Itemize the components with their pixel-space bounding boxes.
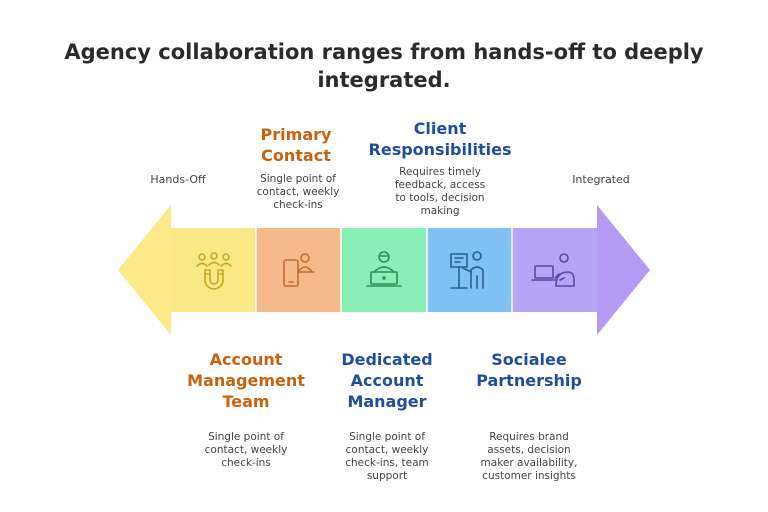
team-magnet-icon xyxy=(192,248,236,292)
desc-line: feedback, access xyxy=(394,179,486,191)
left-end-label: Hands-Off xyxy=(150,173,206,186)
desc-line: Single point of xyxy=(260,173,336,185)
left-arrow-head xyxy=(118,205,171,335)
desc-line: assets, decision xyxy=(487,444,571,456)
stage-heading-socialee-partnership: Socialee Partnership xyxy=(449,349,609,391)
stage-desc-dedicated-account-manager: Single point of contact, weekly check-in… xyxy=(327,431,447,483)
desc-line: check-ins xyxy=(273,199,323,211)
desc-line: check-ins, team xyxy=(345,457,429,469)
desc-line: Requires timely xyxy=(399,166,481,178)
stage-box-1 xyxy=(171,228,256,312)
title-line-2: integrated. xyxy=(317,68,451,92)
heading-line: Socialee xyxy=(491,350,567,369)
partnership-laptop-icon xyxy=(531,248,576,292)
laptop-manager-icon xyxy=(362,248,406,292)
desc-line: Single point of xyxy=(349,431,425,443)
heading-line: Responsibilities xyxy=(368,140,512,159)
right-arrow-head xyxy=(597,205,650,335)
desc-line: making xyxy=(420,205,460,217)
desc-line: check-ins xyxy=(221,457,271,469)
heading-line: Account xyxy=(209,350,283,369)
heading-line: Management xyxy=(187,371,305,390)
stage-box-3 xyxy=(341,228,427,312)
desc-line: Requires brand xyxy=(489,431,569,443)
stage-desc-account-management-team: Single point of contact, weekly check-in… xyxy=(186,431,306,470)
heading-line: Dedicated xyxy=(341,350,433,369)
desc-line: maker availability, xyxy=(480,457,578,469)
heading-line: Team xyxy=(222,392,270,411)
heading-line: Partnership xyxy=(476,371,582,390)
stage-heading-account-management-team: Account Management Team xyxy=(166,349,326,412)
stage-heading-dedicated-account-manager: Dedicated Account Manager xyxy=(307,349,467,412)
desc-line: customer insights xyxy=(482,470,576,482)
desc-line: Single point of xyxy=(208,431,284,443)
heading-line: Client xyxy=(413,119,467,138)
stage-heading-primary-contact: Primary Contact xyxy=(216,124,376,166)
presenter-icon xyxy=(447,248,491,292)
heading-line: Contact xyxy=(261,146,331,165)
title-line-1: Agency collaboration ranges from hands-o… xyxy=(64,40,704,64)
right-end-label: Integrated xyxy=(572,173,630,186)
phone-person-icon xyxy=(277,248,321,292)
heading-line: Manager xyxy=(347,392,427,411)
stage-desc-socialee-partnership: Requires brand assets, decision maker av… xyxy=(469,431,589,483)
stage-heading-client-responsibilities: Client Responsibilities xyxy=(360,118,520,160)
stage-desc-client-responsibilities: Requires timely feedback, access to tool… xyxy=(380,166,500,218)
stage-box-4 xyxy=(427,228,512,312)
heading-line: Account xyxy=(350,371,424,390)
desc-line: contact, weekly xyxy=(256,186,340,198)
desc-line: to tools, decision xyxy=(395,192,485,204)
stage-box-5 xyxy=(512,228,597,312)
diagram-title: Agency collaboration ranges from hands-o… xyxy=(0,38,768,94)
desc-line: contact, weekly xyxy=(345,444,429,456)
heading-line: Primary xyxy=(260,125,332,144)
desc-line: support xyxy=(366,470,408,482)
stage-desc-primary-contact: Single point of contact, weekly check-in… xyxy=(238,173,358,212)
desc-line: contact, weekly xyxy=(204,444,288,456)
